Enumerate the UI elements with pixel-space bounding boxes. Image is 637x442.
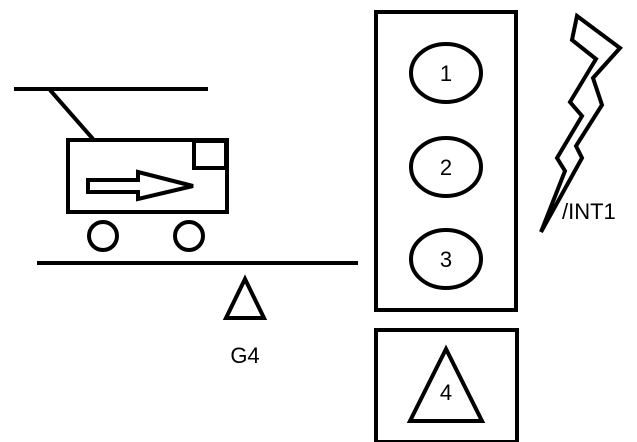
sensor-3-circle <box>409 228 483 290</box>
sensor-2-circle <box>409 136 483 198</box>
sensor-3-label: 3 <box>440 247 452 272</box>
cart-wheel-left <box>87 220 119 252</box>
g4-triangle-sensor <box>222 274 268 320</box>
sensor-column-box <box>374 10 518 312</box>
cart-body <box>66 138 229 214</box>
sensor-4-label: 4 <box>440 380 452 405</box>
sensor-1-label: 1 <box>440 61 452 86</box>
cart-sensor-box <box>192 139 228 170</box>
sensor-4-box <box>374 328 519 442</box>
int1-label: /INT1 <box>562 199 616 224</box>
lightning-bolt-icon <box>539 12 623 233</box>
cart-hanger <box>48 88 95 141</box>
sensor-4-triangle <box>406 344 486 423</box>
g4-label: G4 <box>230 343 259 368</box>
cart-wheel-right <box>173 220 205 252</box>
direction-arrow-icon <box>86 169 194 202</box>
sensor-2-label: 2 <box>440 155 452 180</box>
sensor-1-circle <box>409 42 483 104</box>
